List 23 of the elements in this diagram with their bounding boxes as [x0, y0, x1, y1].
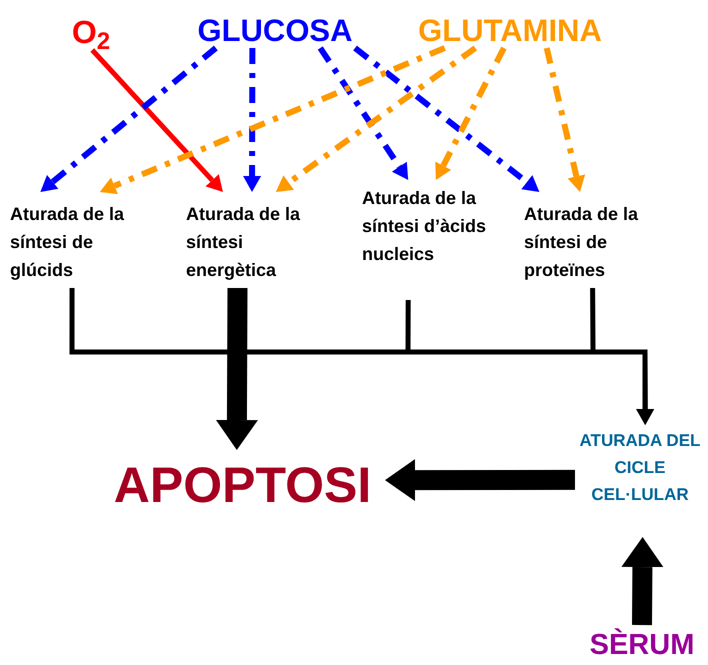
- source-label: GLUTAMINA: [417, 12, 603, 50]
- arrow: [385, 459, 575, 502]
- arrow: [353, 46, 540, 192]
- effect-label: Aturada de la síntesi d’àcids nucleics: [362, 187, 488, 266]
- arrow: [100, 45, 446, 194]
- source-label: O$_{2}$: [70, 13, 112, 56]
- arrow: [40, 46, 218, 192]
- source-label: GLUCOSA: [196, 12, 354, 50]
- effect-label: Aturada de la síntesi energètica: [186, 203, 302, 282]
- arrow: [243, 48, 262, 192]
- source-label: SÈRUM: [588, 627, 696, 663]
- arrow: [590, 288, 654, 425]
- arrow: [435, 46, 507, 180]
- outcome-label: ATURADA DEL CICLE CEL·LULAR: [578, 430, 702, 506]
- arrow: [216, 288, 258, 450]
- effect-label: Aturada de la síntesi de glúcids: [10, 203, 126, 282]
- arrow: [318, 46, 408, 180]
- outcome-label: APOPTOSI: [112, 456, 372, 515]
- arrow: [544, 47, 586, 192]
- arrow: [90, 48, 223, 192]
- effect-label: Aturada de la síntesi de proteïnes: [524, 203, 640, 282]
- arrow: [621, 537, 664, 626]
- arrow: [276, 46, 478, 192]
